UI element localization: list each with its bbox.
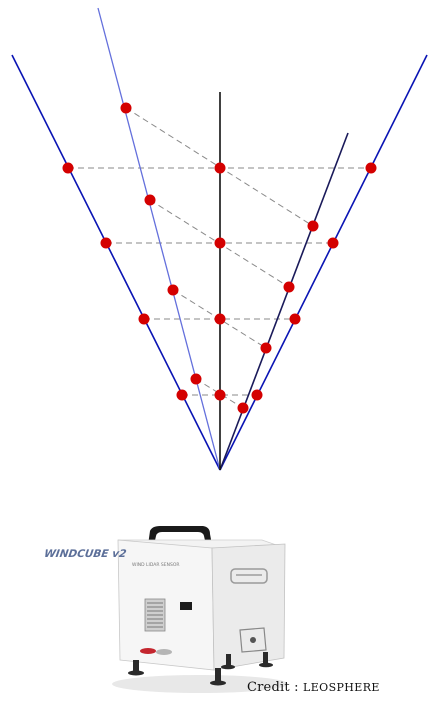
point-vertical-1	[214, 162, 226, 174]
side-bracket	[239, 627, 267, 653]
beam-east	[219, 54, 428, 471]
point-west-1	[62, 162, 74, 174]
side-handle-recess	[230, 568, 268, 584]
credit-label: Credit :	[247, 680, 304, 695]
point-south-4	[237, 402, 249, 414]
point-south-2	[283, 281, 295, 293]
bracket-bolt	[250, 637, 256, 643]
lidar-device-icon: WINDCUBE v2 WIND LIDAR SENSOR	[43, 526, 288, 693]
beam-south-tilted	[219, 132, 349, 471]
point-east-2	[327, 237, 339, 249]
device-feet	[128, 652, 273, 686]
front-badge	[140, 648, 156, 654]
point-north-4	[190, 373, 202, 385]
point-west-3	[138, 313, 150, 325]
point-south-1	[307, 220, 319, 232]
vent-slats	[147, 602, 163, 628]
point-north-1	[120, 102, 132, 114]
point-north-2	[144, 194, 156, 206]
point-vertical-3	[214, 313, 226, 325]
device-handle	[148, 526, 212, 545]
front-badge-gray	[156, 649, 172, 655]
measurement-points	[62, 102, 377, 414]
connector-port	[180, 602, 192, 610]
point-east-4	[251, 389, 263, 401]
device-shadow	[112, 675, 288, 693]
point-east-1	[365, 162, 377, 174]
point-vertical-2	[214, 237, 226, 249]
lidar-beams	[11, 7, 428, 471]
device-brand-logo: WINDCUBE v2	[43, 548, 127, 560]
device-brand-subtitle: WIND LIDAR SENSOR	[132, 562, 180, 568]
beam-north-tilted	[97, 7, 221, 471]
point-west-2	[100, 237, 112, 249]
credit-name: LEOSPHERE	[303, 681, 380, 694]
point-north-3	[167, 284, 179, 296]
beam-west	[11, 54, 221, 471]
point-south-3	[260, 342, 272, 354]
point-west-4	[176, 389, 188, 401]
point-vertical-4	[214, 389, 226, 401]
image-credit: Credit : LEOSPHERE	[247, 680, 380, 695]
point-east-3	[289, 313, 301, 325]
